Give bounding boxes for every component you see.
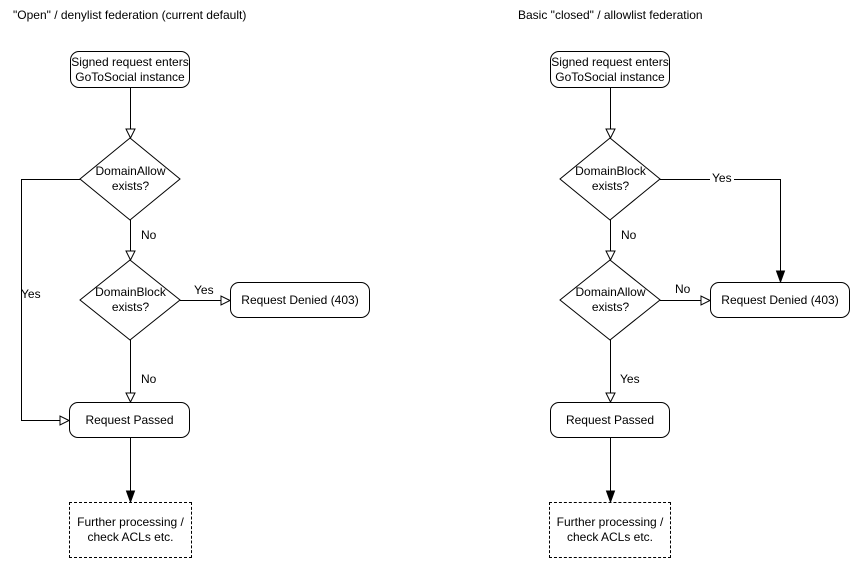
left-decision1-no-label: No — [141, 228, 157, 242]
edge-decision1-yes-loop — [21, 179, 80, 421]
right-decision2-label: DomainAllow exists? — [575, 285, 646, 314]
open-arrowhead-icon — [59, 415, 71, 426]
right-chart-connectors — [559, 88, 786, 504]
left-denied-node: Request Denied (403) — [230, 282, 370, 318]
left-decision1-label: DomainAllow exists? — [95, 164, 166, 193]
left-decision2-yes-label: Yes — [194, 283, 214, 297]
right-decision2-yes-label: Yes — [620, 372, 640, 386]
right-decision1-label: DomainBlock exists? — [575, 164, 646, 193]
left-decision2-no-label: No — [141, 372, 157, 386]
right-decision1-yes-label: Yes — [710, 171, 734, 185]
left-further-processing-node: Further processing / check ACLs etc. — [69, 502, 192, 558]
left-chart-connectors — [21, 88, 232, 504]
open-arrowhead-icon — [605, 250, 616, 262]
filled-arrowhead-icon — [125, 490, 136, 504]
filled-arrowhead-icon — [775, 270, 786, 284]
left-chart-title: "Open" / denylist federation (current de… — [13, 8, 247, 22]
right-denied-node: Request Denied (403) — [710, 282, 850, 318]
right-passed-node: Request Passed — [550, 402, 670, 438]
open-arrowhead-icon — [700, 295, 712, 306]
right-further-processing-node: Further processing / check ACLs etc. — [549, 502, 671, 558]
left-passed-node: Request Passed — [69, 402, 190, 438]
left-decision2-label: DomainBlock exists? — [95, 285, 166, 314]
left-start-node: Signed request enters GoToSocial instanc… — [70, 51, 190, 88]
left-decision1-yes-label: Yes — [21, 287, 41, 301]
open-arrowhead-icon — [220, 295, 232, 306]
open-arrowhead-icon — [605, 128, 616, 140]
open-arrowhead-icon — [125, 128, 136, 140]
right-decision2-no-label: No — [675, 282, 691, 296]
right-start-node: Signed request enters GoToSocial instanc… — [550, 51, 670, 88]
open-arrowhead-icon — [125, 392, 136, 404]
open-arrowhead-icon — [605, 392, 616, 404]
filled-arrowhead-icon — [605, 490, 616, 504]
open-arrowhead-icon — [125, 250, 136, 262]
right-chart-title: Basic "closed" / allowlist federation — [518, 8, 703, 22]
edge-decision1-yes — [660, 179, 781, 273]
right-decision1-no-label: No — [621, 228, 637, 242]
